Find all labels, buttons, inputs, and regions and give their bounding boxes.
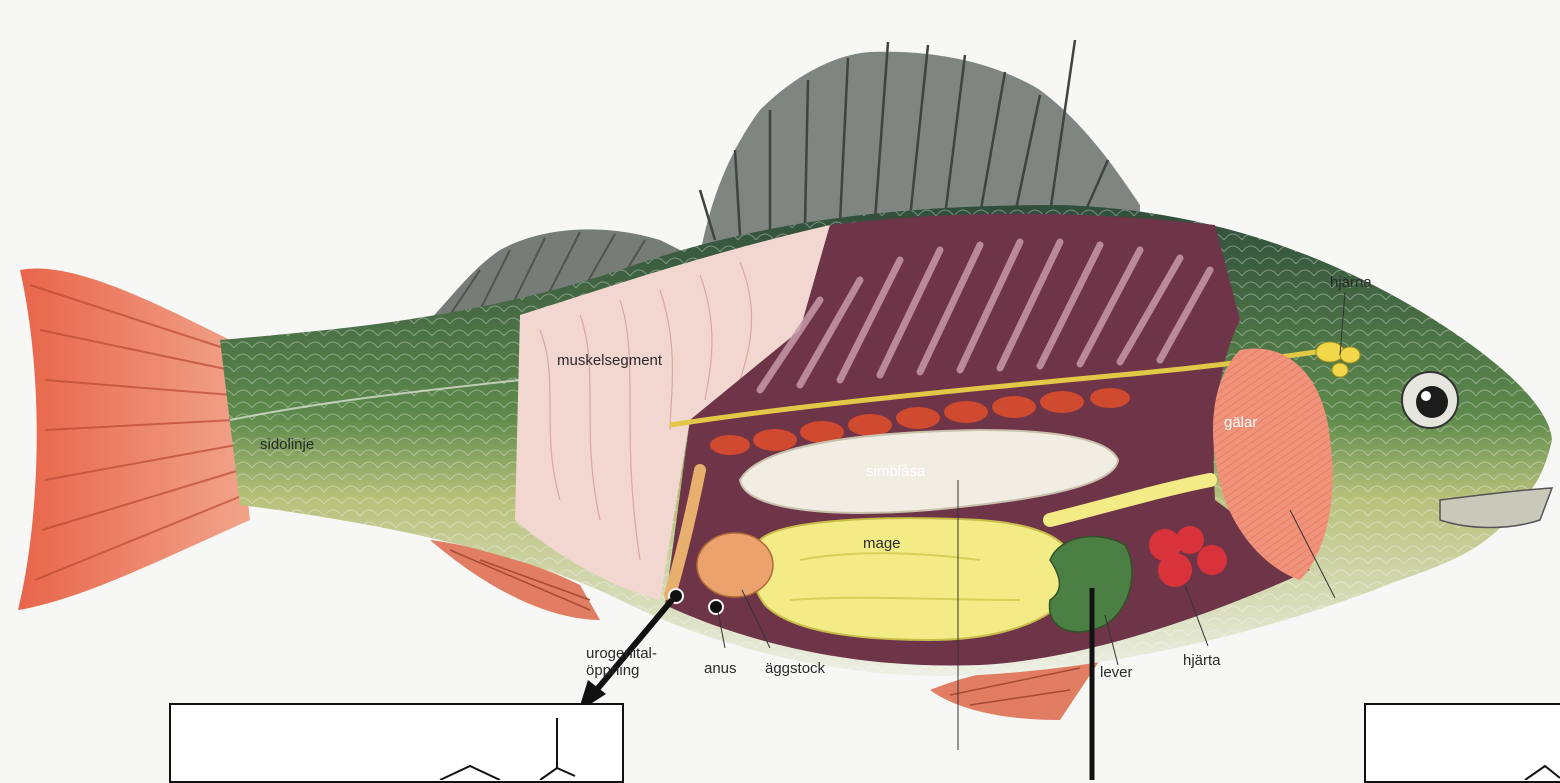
label-urogenital-line2: öppning (586, 662, 639, 679)
anus-opening (709, 600, 723, 614)
label-sidolinje: sidolinje (260, 436, 314, 453)
label-hjarna: hjärna (1330, 274, 1372, 291)
label-simblasa: simblåsa (866, 463, 925, 480)
answer-box-right[interactable] (1364, 703, 1560, 783)
answer-box-left[interactable] (169, 703, 624, 783)
label-muskelsegment: muskelsegment (557, 352, 662, 369)
label-mage: mage (863, 535, 901, 552)
label-lever: lever (1100, 664, 1133, 681)
label-hjarta: hjärta (1183, 652, 1221, 669)
ovary (697, 533, 773, 597)
label-anus: anus (704, 660, 737, 677)
label-urogenital-line1: urogenital- (586, 645, 657, 662)
stomach (752, 518, 1075, 640)
label-aggstock: äggstock (765, 660, 825, 677)
tail-fin (18, 268, 250, 610)
label-galar: gälar (1224, 414, 1257, 431)
